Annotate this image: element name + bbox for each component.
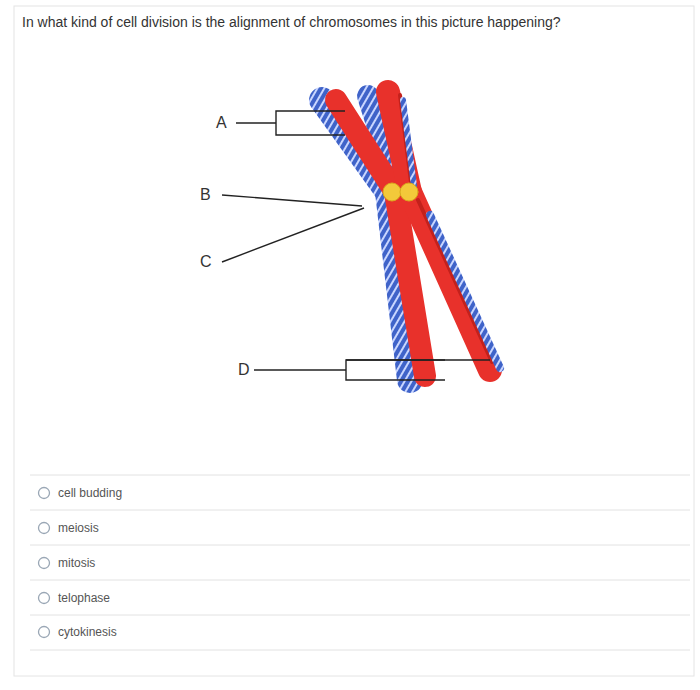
question-text: In what kind of cell division is the ali…	[22, 14, 561, 31]
part-letter: B	[198, 185, 213, 204]
question-panel	[14, 6, 694, 676]
chromosome	[322, 92, 500, 380]
answer-option: cell budding	[58, 486, 122, 500]
leader-lines	[222, 111, 490, 380]
option-dividers	[30, 475, 690, 650]
answer-option: telophase	[58, 591, 110, 605]
answer-option: cytokinesis	[58, 625, 117, 639]
radio-buttons	[39, 488, 50, 638]
answer-option: meiosis	[58, 521, 99, 535]
part-letter: D	[236, 360, 252, 379]
part-letter: A	[214, 113, 229, 132]
part-letter: C	[198, 252, 214, 271]
answer-option: mitosis	[58, 556, 95, 570]
